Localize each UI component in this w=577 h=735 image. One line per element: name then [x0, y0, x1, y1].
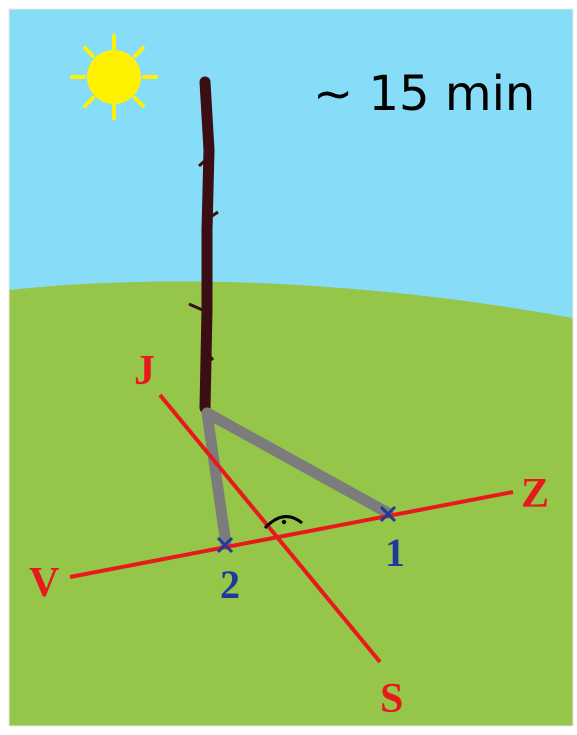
right-angle-dot	[282, 520, 286, 524]
grass-ground	[9, 282, 573, 726]
sun-icon	[72, 36, 156, 118]
north-label: S	[380, 676, 403, 722]
time-interval-label: ~ 15 min	[313, 66, 535, 122]
mark-2-label: 2	[220, 562, 240, 607]
west-label: Z	[521, 471, 549, 517]
mark-1-label: 1	[385, 530, 405, 575]
east-label: V	[29, 560, 59, 606]
south-label: J	[134, 348, 155, 394]
